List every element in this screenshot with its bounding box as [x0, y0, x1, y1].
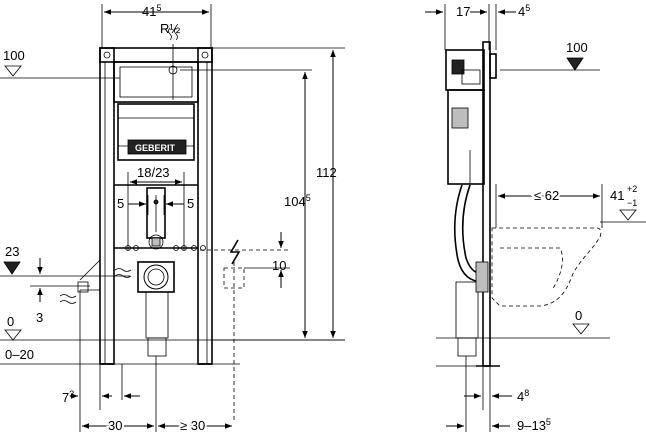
floor-zero-label-front: 0 — [7, 314, 14, 329]
overall-height-dimension: 112 — [212, 47, 345, 341]
water-supply-icon — [168, 27, 178, 41]
frame-side-profile — [445, 41, 500, 367]
floor-zero-label-side: 0 — [575, 308, 582, 323]
level-100-marker-right: 100 — [500, 40, 600, 71]
bottom-min-30-label: ≥ 30 — [180, 418, 205, 433]
drain-inlet-icon — [59, 294, 77, 304]
offset-right-label: 5 — [187, 196, 194, 211]
seat-height-minus-label: −1 — [627, 198, 637, 208]
floor-level-front: 0 0–20 — [0, 314, 345, 365]
bolt-spacing-dimension: 18/23 5 5 — [117, 165, 194, 250]
seat-height-marker: 41 +2 −1 — [600, 184, 646, 223]
front-view: 415 R½ 100 GEBERI — [0, 3, 345, 434]
frame-width-label: 415 — [142, 3, 161, 19]
bottom-offset-side-label: 48 — [517, 388, 529, 404]
dim-10-label: 10 — [272, 258, 286, 273]
max-depth-label: ≤ 62 — [534, 188, 559, 203]
supply-thread-label: R½ — [160, 21, 180, 36]
frame-width-dimension: 415 — [101, 3, 212, 48]
electrical-connection: 10 — [200, 232, 290, 420]
bottom-dimensions-side: 48 9–135 — [446, 356, 551, 433]
level-23-marker: 23 3 — [0, 244, 132, 325]
max-depth-dimension: ≤ 62 — [495, 184, 603, 228]
inner-height-dimension: 1045 — [180, 69, 312, 338]
bottom-offset-label: 73 — [62, 389, 74, 405]
level-100-marker-left: 100 — [0, 48, 120, 79]
floor-level-side: 0 — [436, 308, 610, 367]
brand-logo-plate — [127, 139, 187, 155]
bolt-spacing-label: 18/23 — [137, 165, 170, 180]
bottom-dimensions-front: 73 30 ≥ 30 — [62, 290, 232, 434]
bottom-30-label: 30 — [108, 418, 122, 433]
inner-height-label: 1045 — [284, 193, 311, 209]
water-inlet-icon — [114, 268, 132, 278]
top-offset-label: 45 — [518, 3, 530, 19]
overall-height-label: 112 — [316, 165, 337, 180]
seat-height-label: 41 — [610, 188, 624, 203]
lightning-icon — [229, 239, 241, 265]
top-depth-dimension: 17 45 — [425, 3, 530, 50]
toilet-bowl-outline — [491, 227, 602, 307]
side-view: 17 45 100 — [425, 3, 646, 433]
dim-3-label: 3 — [36, 310, 43, 325]
brand-label: GEBERIT — [135, 143, 176, 153]
top-depth-label: 17 — [456, 4, 470, 19]
level-100-label-left: 100 — [3, 48, 25, 63]
seat-height-plus-label: +2 — [627, 184, 637, 194]
socket-box-icon — [223, 267, 245, 289]
level-23-label: 23 — [5, 244, 19, 259]
floor-range-label: 0–20 — [5, 347, 34, 362]
offset-left-label: 5 — [117, 196, 124, 211]
level-100-label-right: 100 — [566, 40, 588, 55]
bottom-range-side-label: 9–135 — [517, 417, 551, 433]
